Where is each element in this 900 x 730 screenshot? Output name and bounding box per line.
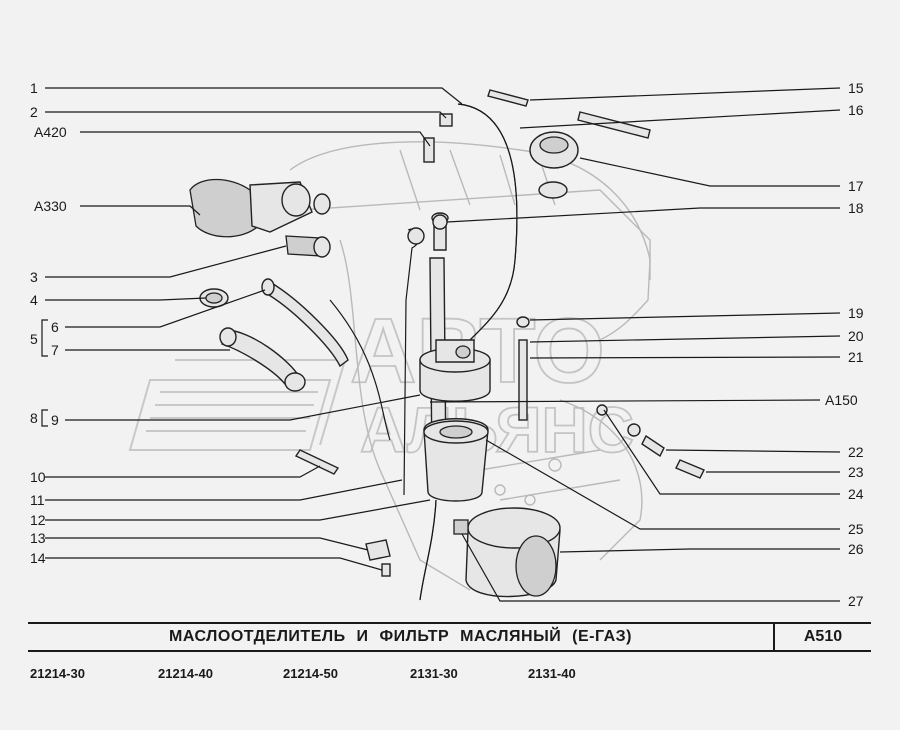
title-bar: МАСЛООТДЕЛИТЕЛЬ И ФИЛЬТР МАСЛЯНЫЙ (Е-ГАЗ… (28, 622, 871, 652)
callout-16: 16 (848, 102, 864, 118)
callout-a420: A420 (34, 124, 67, 140)
dipstick (403, 227, 425, 496)
callout-17: 17 (848, 178, 864, 194)
callout-1: 1 (30, 80, 38, 96)
hose-clamp (199, 288, 229, 308)
callout-3: 3 (30, 269, 38, 285)
callout-a330: A330 (34, 198, 67, 214)
breather-hose-upper (261, 278, 349, 368)
callout-6: 6 (51, 319, 59, 335)
watermark-logo (128, 359, 347, 451)
diagram-code: A510 (803, 628, 843, 645)
callout-7: 7 (51, 342, 59, 358)
callout-10: 10 (30, 469, 46, 485)
watermark-line2: АЛЬЯНС (360, 394, 634, 466)
model-code: 2131-30 (410, 666, 458, 681)
right-callouts: 15 16 17 18 19 20 21 A150 22 23 24 25 26… (825, 80, 864, 609)
model-code: 2131-40 (528, 666, 576, 681)
throttle-body (189, 178, 331, 258)
callout-9: 9 (51, 412, 59, 428)
callout-5: 5 (30, 331, 38, 347)
callout-14: 14 (30, 550, 46, 566)
drain-pipe (365, 499, 437, 601)
callout-26: 26 (848, 541, 864, 557)
breather-tube (329, 103, 518, 441)
callout-15: 15 (848, 80, 864, 96)
oil-filler-cap (529, 111, 651, 199)
engine-block-outline (289, 141, 651, 591)
model-code: 21214-30 (30, 666, 85, 681)
callout-22: 22 (848, 444, 864, 460)
model-code: 21214-40 (158, 666, 213, 681)
callout-13: 13 (30, 530, 46, 546)
title-divider (773, 624, 775, 650)
callout-11: 11 (30, 492, 45, 508)
callout-21: 21 (848, 349, 864, 365)
callout-23: 23 (848, 464, 864, 480)
diagram-title: МАСЛООТДЕЛИТЕЛЬ И ФИЛЬТР МАСЛЯНЫЙ (Е-ГАЗ… (169, 628, 632, 645)
model-code: 21214-50 (283, 666, 338, 681)
callout-27: 27 (848, 593, 864, 609)
callout-2: 2 (30, 104, 38, 120)
leader-lines (45, 87, 841, 602)
oil-separator (419, 339, 491, 502)
callout-a150: A150 (825, 392, 858, 408)
callout-25: 25 (848, 521, 864, 537)
breather-hose-lower (219, 327, 306, 392)
callout-4: 4 (30, 292, 38, 308)
group-brackets (41, 319, 48, 427)
model-list: 21214-30 21214-40 21214-50 2131-30 2131-… (0, 666, 900, 686)
callout-24: 24 (848, 486, 864, 502)
callout-12: 12 (30, 512, 46, 528)
callout-20: 20 (848, 328, 864, 344)
callout-19: 19 (848, 305, 864, 321)
watermark: АВТО АЛЬЯНС (128, 299, 635, 467)
callout-18: 18 (848, 200, 864, 216)
oil-filter (453, 507, 561, 598)
left-callouts: 1 2 A420 A330 3 4 5 6 7 8 9 10 11 12 13 … (30, 80, 67, 566)
callout-8: 8 (30, 410, 38, 426)
